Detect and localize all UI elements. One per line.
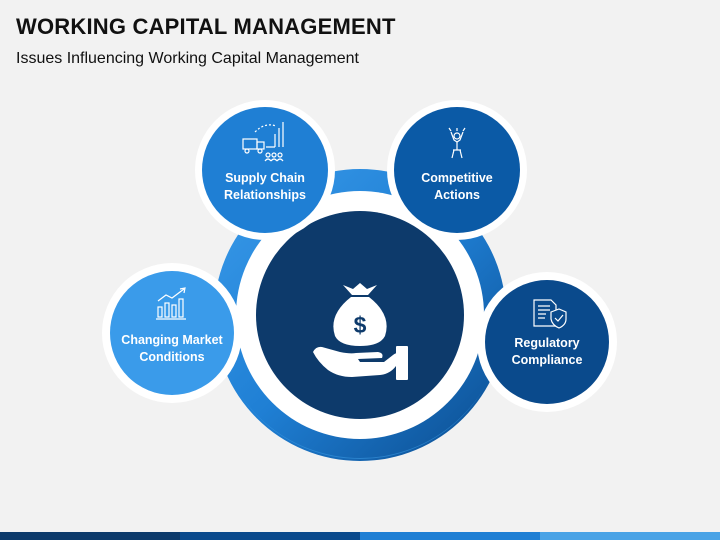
money-bag-in-hand-icon <box>313 283 408 380</box>
node-regulatory-compliance <box>477 272 617 412</box>
node-competitive-actions <box>387 100 527 240</box>
node-changing-market <box>102 263 242 403</box>
slide-title: WORKING CAPITAL MANAGEMENT <box>16 14 396 39</box>
node-label-line2: Conditions <box>139 350 205 364</box>
node-label-regulatory-compliance: Regulatory Compliance <box>482 335 612 369</box>
node-label-line1: Changing Market <box>121 333 223 347</box>
footer-color-bar <box>0 532 720 540</box>
footer-segment <box>180 532 360 540</box>
footer-segment <box>360 532 540 540</box>
node-label-line1: Supply Chain <box>225 171 305 185</box>
node-label-line2: Relationships <box>224 188 306 202</box>
node-label-line1: Competitive <box>421 171 493 185</box>
node-label-supply-chain: Supply Chain Relationships <box>200 170 330 204</box>
node-label-line2: Compliance <box>511 353 583 367</box>
node-label-line1: Regulatory <box>514 336 580 350</box>
footer-segment <box>0 532 180 540</box>
compliance-document-icon <box>533 299 567 329</box>
node-label-line2: Actions <box>434 188 480 202</box>
node-supply-chain <box>195 100 335 240</box>
slide-subtitle: Issues Influencing Working Capital Manag… <box>16 50 359 67</box>
node-label-changing-market: Changing Market Conditions <box>107 332 237 366</box>
bar-chart-trend-icon <box>156 287 186 320</box>
node-label-competitive-actions: Competitive Actions <box>392 170 522 204</box>
footer-segment <box>540 532 720 540</box>
winner-trophy-icon <box>448 127 466 159</box>
dollar-sign-icon: $ <box>354 312 367 338</box>
supply-chain-icon <box>242 122 284 162</box>
